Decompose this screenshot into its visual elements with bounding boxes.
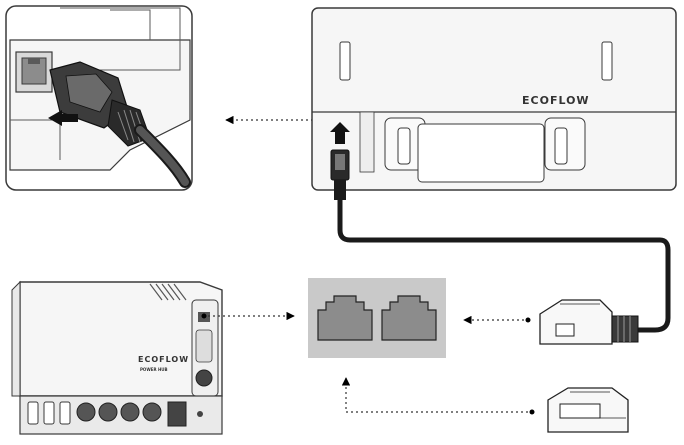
rj45-plug-bottom	[547, 387, 629, 433]
zoom-detail-panel	[5, 5, 193, 191]
rj45-plug-right	[539, 299, 639, 345]
inverter-logo: ECOFLOW	[138, 355, 189, 364]
top-device-unit: ECOFLOW	[311, 7, 677, 191]
top-unit-logo: ECOFLOW	[522, 94, 590, 107]
bottom-link-point	[529, 409, 535, 415]
ethernet-port-icon	[317, 295, 373, 341]
rj45-plug-zoom	[49, 61, 191, 188]
rj45-plug-top	[330, 149, 350, 200]
arrow-left-icon	[48, 110, 78, 126]
power-hub-device: ECOFLOW POWER HUB	[11, 280, 223, 435]
ethernet-port-icon	[15, 51, 53, 93]
bottom-link-arrow	[341, 377, 528, 413]
arrow-up-icon	[330, 122, 350, 144]
inverter-link-point	[201, 313, 207, 319]
cable-link-point	[525, 317, 531, 323]
inverter-sublabel: POWER HUB	[140, 367, 168, 372]
ethernet-cable	[337, 195, 671, 333]
ethernet-port-icon	[381, 295, 437, 341]
dual-ethernet-port-block	[308, 278, 446, 358]
